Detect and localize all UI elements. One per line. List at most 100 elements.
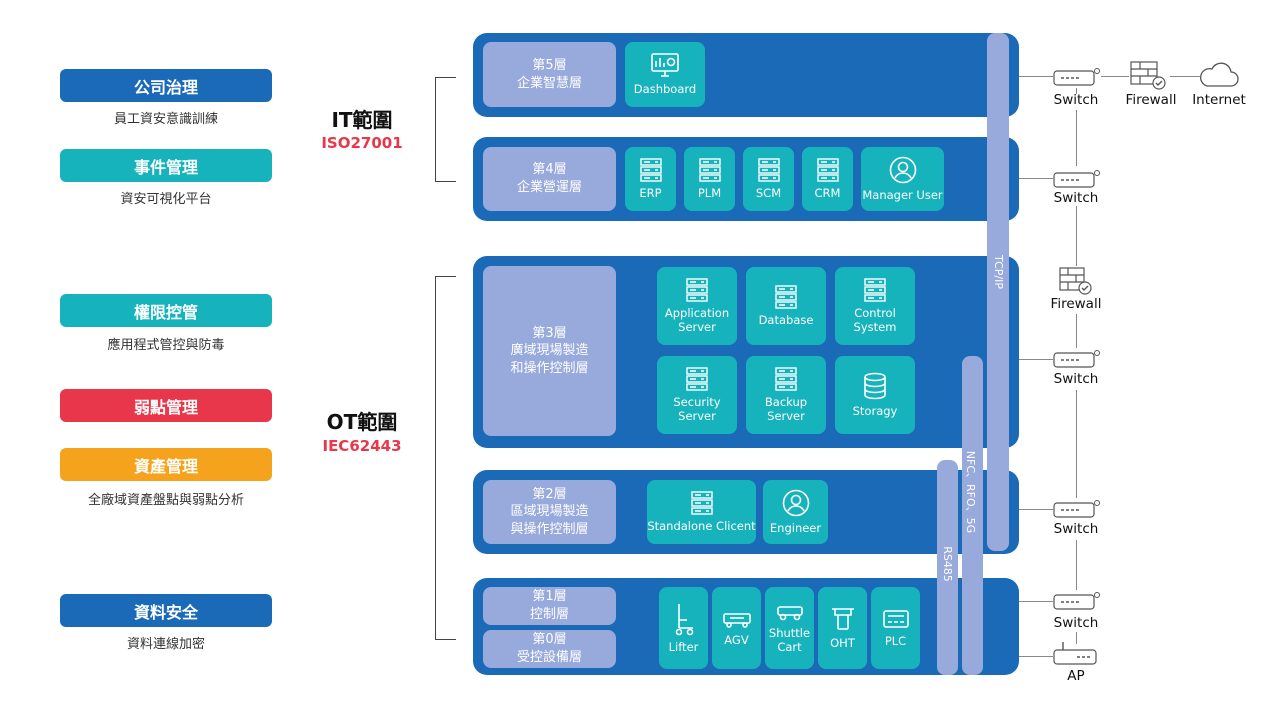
oht-icon (831, 607, 854, 630)
ot-scope-title: OT範圍 (326, 410, 398, 434)
vlink-f (1076, 540, 1077, 590)
ot-scope-std: IEC62443 (322, 437, 402, 455)
tile-control-label-2: System (853, 319, 897, 334)
tile-security-label-1: Security (673, 394, 721, 409)
firewall-icon (1059, 267, 1092, 295)
switch-label-5: Switch (1053, 615, 1099, 631)
it-scope-std: ISO27001 (321, 134, 403, 152)
tile-agv-label: AGV (724, 632, 749, 647)
tile-lifter-label: Lifter (668, 639, 699, 654)
tile-engineer-label: Engineer (769, 520, 822, 535)
user-icon (782, 489, 809, 516)
switch-icon (1053, 68, 1100, 86)
tile-shuttle-label-2: Cart (777, 639, 802, 654)
tile-database: Database (746, 267, 826, 345)
tile-crm-label: CRM (814, 185, 841, 200)
firewall-label-2: Firewall (1125, 92, 1177, 108)
tile-erp-label: ERP (639, 185, 662, 200)
switch-label-2: Switch (1053, 190, 1099, 206)
it-scope-title: IT範圍 (331, 108, 393, 132)
wireless-bar (962, 356, 983, 675)
tile-erp: ERP (625, 147, 676, 211)
tile-lifter: Lifter (659, 587, 708, 669)
vlink-c (1076, 206, 1077, 266)
governance-pill: 公司治理 (60, 69, 272, 102)
event-desc: 資安可視化平台 (120, 192, 212, 207)
tile-security-server: Security Server (657, 356, 737, 434)
cloud-icon (1199, 62, 1239, 87)
tile-application-label-2: Server (678, 319, 716, 334)
layer-3-sub1: 廣域現場製造 (510, 343, 589, 359)
tile-database-label: Database (758, 312, 814, 327)
server-icon (698, 157, 721, 182)
switch-icon (1053, 592, 1100, 610)
tile-scm: SCM (743, 147, 794, 211)
cart-icon (776, 605, 803, 621)
server-icon (690, 490, 713, 515)
tile-backup-server: Backup Server (746, 356, 826, 434)
event-pill: 事件管理 (60, 149, 272, 182)
tile-manager-user-label: Manager User (862, 187, 943, 202)
vlink-e (1076, 390, 1077, 498)
tile-plc-label: PLC (884, 633, 907, 648)
tile-oht-label: OHT (830, 635, 855, 650)
tile-plm-label: PLM (697, 185, 722, 200)
layer-5-name: 第5層 (532, 57, 567, 73)
tile-plc: PLC (871, 587, 920, 669)
firewall-label-1: Firewall (1050, 296, 1102, 312)
layer-3-sub2: 和操作控制層 (510, 360, 589, 376)
it-bracket (435, 77, 456, 182)
asset-pill: 資產管理 (60, 448, 272, 481)
layer-3: 第3層 廣域現場製造 和操作控制層 Application Server Dat… (473, 256, 1019, 448)
access-pill: 權限控管 (60, 294, 272, 327)
link-l1 (1019, 601, 1053, 602)
governance-desc: 員工資安意識訓練 (113, 112, 218, 127)
layer-2-label: 第2層 區域現場製造 與操作控制層 (483, 480, 616, 544)
server-icon (864, 278, 886, 302)
link-l3 (1019, 359, 1053, 360)
access-desc: 應用程式管控與防毒 (107, 338, 225, 353)
server-icon (686, 278, 708, 302)
layer-0-name: 第0層 (532, 632, 567, 648)
switch-label-4: Switch (1053, 521, 1099, 537)
rs485-label: RS485 (941, 546, 954, 582)
tile-shuttle-label-1: Shuttle (768, 625, 811, 640)
link-switch-firewall (1101, 76, 1129, 77)
layer-2: 第2層 區域現場製造 與操作控制層 Standalone Clicent Eng… (473, 470, 1019, 554)
tile-dashboard: Dashboard (625, 42, 705, 107)
link-l2 (1019, 509, 1053, 510)
firewall-icon (1130, 61, 1166, 90)
server-icon (639, 157, 662, 182)
vlink-a (1076, 88, 1077, 94)
layer-3-name: 第3層 (532, 325, 567, 341)
data-desc: 資料連線加密 (126, 637, 205, 652)
layer-1-0: 第1層 控制層 第0層 受控設備層 Lifter AGV Shuttle Car… (473, 578, 1019, 675)
tile-standalone-label: Standalone Clicent (647, 518, 756, 533)
layer-0-sub: 受控設備層 (516, 650, 582, 665)
link-l0 (1019, 656, 1053, 657)
database-icon (864, 372, 886, 399)
lifter-icon (675, 603, 693, 635)
ot-bracket (435, 276, 456, 640)
layer-2-sub2: 與操作控制層 (510, 521, 589, 537)
layer-3-label: 第3層 廣域現場製造 和操作控制層 (483, 266, 616, 436)
internet-label: Internet (1192, 92, 1246, 108)
tile-backup-label-1: Backup (764, 394, 808, 409)
layer-0-label: 第0層 受控設備層 (483, 630, 616, 668)
server-icon (757, 157, 780, 182)
vlink-b (1076, 110, 1077, 166)
tile-control-label-1: Control (854, 305, 896, 320)
dashboard-icon (651, 53, 679, 77)
tile-oht: OHT (818, 587, 867, 669)
tcpip-bar (987, 33, 1009, 551)
tcpip-label: TCP/IP (992, 255, 1005, 289)
link-firewall-internet (1170, 76, 1200, 77)
tile-backup-label-2: Server (767, 408, 805, 423)
server-icon (775, 367, 797, 391)
layer-4: 第4層 企業營運層 ERP PLM SCM CRM Manager User (473, 137, 1019, 221)
link-l4 (1019, 178, 1053, 179)
vlink-d (1076, 314, 1077, 348)
layer-4-label: 第4層 企業營運層 (483, 147, 616, 211)
switch-label-3: Switch (1053, 371, 1099, 387)
tile-application-label-1: Application (664, 305, 730, 320)
